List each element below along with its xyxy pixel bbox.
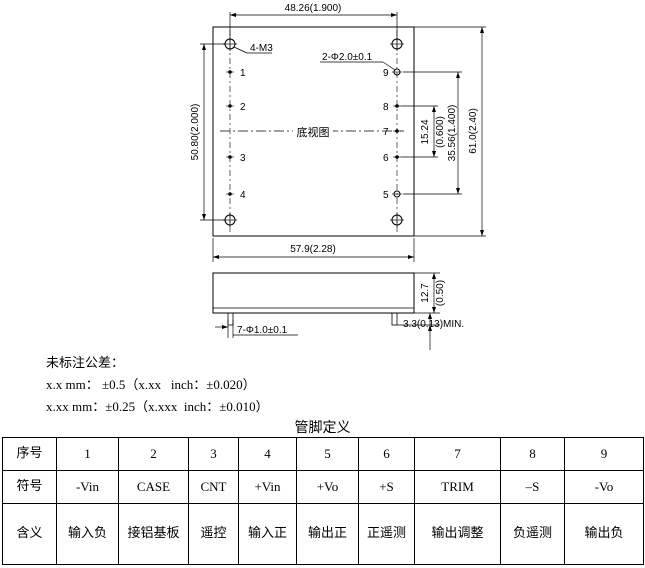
mount-hole: [390, 37, 404, 51]
svg-text:4: 4: [240, 190, 246, 201]
table-cell: CNT: [188, 470, 239, 504]
table-title: 管脚定义: [294, 420, 351, 436]
table-cell: 负遥测: [500, 503, 565, 565]
pin-1: 1: [226, 68, 246, 79]
dim-pin-length: 3.3(0.13)MIN.: [403, 319, 464, 330]
table-cell: 5: [296, 437, 359, 471]
dim-thickness-in: (0.50): [435, 280, 446, 306]
table-cell: 输入负: [56, 503, 119, 565]
table-cell: 正遥测: [358, 503, 415, 565]
svg-text:2: 2: [240, 102, 246, 113]
side-view: [212, 272, 415, 314]
pin-table: 序号 1 2 3 4 5 6 7 8 9 符号 -Vin CASE CNT +V…: [2, 437, 644, 565]
table-cell: -Vin: [56, 470, 119, 504]
mount-hole: [390, 213, 404, 227]
tolerance-line-1: x.x mm： ±0.5（x.xx inch：±0.020）: [46, 377, 256, 392]
table-cell: 输出正: [296, 503, 359, 565]
table-cell: 1: [56, 437, 119, 471]
table-cell: +S: [358, 470, 415, 504]
pin-9: 9: [383, 68, 402, 79]
table-cell: 8: [500, 437, 565, 471]
table-row: 含义 输入负 接铝基板 遥控 输入正 输出正 正遥测 输出调整 负遥测 输出负: [2, 503, 644, 565]
svg-text:7: 7: [383, 127, 389, 138]
dim-pin-dia-top: 2-Φ2.0±0.1: [322, 52, 373, 63]
table-cell: TRIM: [414, 470, 501, 504]
table-cell: 4: [238, 437, 297, 471]
row-header: 符号: [2, 470, 57, 504]
dim-left-height: 50.80(2.000): [190, 104, 201, 161]
svg-text:6: 6: [383, 153, 389, 164]
dim-pitch: 15.24: [420, 119, 431, 144]
dim-pin-dia-bottom: 7-Φ1.0±0.1: [237, 325, 288, 336]
svg-text:3: 3: [240, 153, 246, 164]
dim-overall-width: 57.9(2.28): [290, 244, 336, 255]
table-cell: 遥控: [188, 503, 239, 565]
table-cell: 3: [188, 437, 239, 471]
table-cell: 6: [358, 437, 415, 471]
table-cell: –S: [500, 470, 565, 504]
table-row: 序号 1 2 3 4 5 6 7 8 9: [2, 437, 644, 471]
pin-8: 8: [383, 102, 401, 113]
svg-text:9: 9: [383, 68, 389, 79]
dim-top-width: 48.26(1.900): [285, 3, 342, 14]
svg-text:5: 5: [383, 190, 389, 201]
table-cell: 输出负: [564, 503, 644, 565]
table-cell: -Vo: [564, 470, 644, 504]
svg-text:8: 8: [383, 102, 389, 113]
tolerance-title: 未标注公差：: [46, 356, 125, 371]
table-cell: 7: [414, 437, 501, 471]
pin-7: 7: [383, 127, 401, 138]
module-outline: [212, 26, 415, 237]
pin-6: 6: [383, 153, 401, 164]
table-row: 符号 -Vin CASE CNT +Vin +Vo +S TRIM –S -Vo: [2, 470, 644, 504]
table-cell: +Vin: [238, 470, 297, 504]
table-cell: 2: [118, 437, 189, 471]
pin-3: 3: [226, 153, 246, 164]
table-cell: 输入正: [238, 503, 297, 565]
pin-5: 5: [383, 190, 402, 201]
svg-text:1: 1: [240, 68, 246, 79]
table-cell: 9: [564, 437, 644, 471]
pin-4: 4: [226, 190, 246, 201]
row-header: 序号: [2, 437, 57, 471]
table-cell: 接铝基板: [118, 503, 189, 565]
dim-overall-height: 61.0(2.40): [468, 108, 479, 154]
table-cell: +Vo: [296, 470, 359, 504]
tolerance-line-2: x.xx mm：±0.25（x.xxx inch：±0.010）: [46, 399, 269, 414]
table-cell: CASE: [118, 470, 189, 504]
dim-pitch-in: (0.600): [435, 116, 446, 148]
mechanical-drawing: 48.26(1.900) 4-M3 2-Φ2.0±0.1 1 2 3 4 9 8…: [190, 3, 486, 350]
dim-span: 35.56(1.400): [447, 105, 458, 162]
dim-thickness: 12.7: [420, 283, 431, 303]
view-label: 底视图: [297, 125, 330, 139]
row-header: 含义: [2, 503, 57, 565]
pin-2: 2: [226, 102, 246, 113]
dim-mount-holes: 4-M3: [250, 43, 273, 54]
table-cell: 输出调整: [414, 503, 501, 565]
